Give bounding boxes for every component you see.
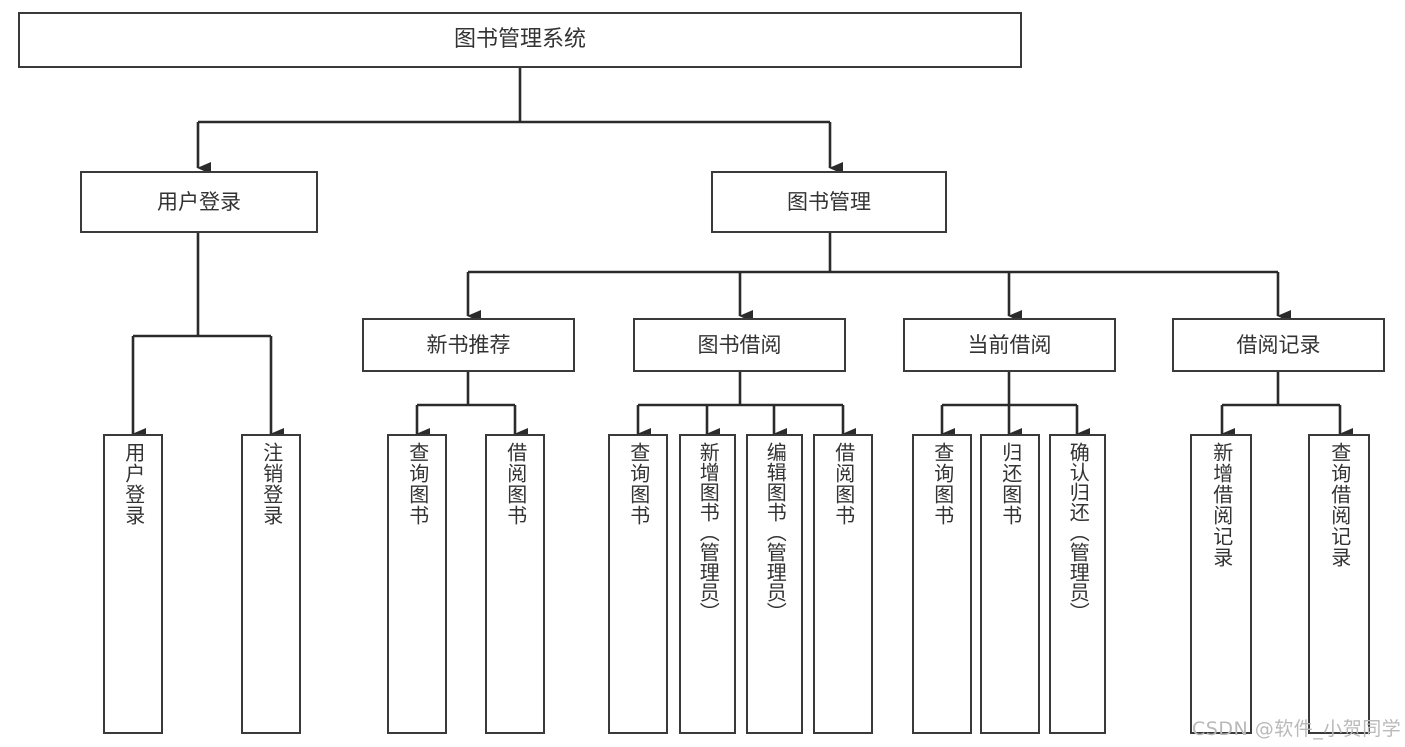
node-label: 图书管理系统 [453,27,586,53]
leaf-edit-book-admin[interactable]: 编辑图书（管理员） [746,434,803,734]
leaf-query-borrow-record[interactable]: 查询借阅记录 [1308,434,1370,734]
node-label: 新书推荐 [426,332,511,357]
node-label: 新增图书（管理员） [696,442,721,622]
node-label: 查询图书 [930,442,955,526]
node-label: 查询图书 [626,442,651,526]
node-label: 注销登录 [259,442,284,526]
node-label: 图书借阅 [697,332,782,357]
leaf-borrow-book[interactable]: 借阅图书 [813,434,873,734]
node-label: 新增借阅记录 [1209,442,1234,568]
node-label: 查询借阅记录 [1327,442,1352,568]
node-current-borrow[interactable]: 当前借阅 [903,318,1116,372]
node-label: 图书管理 [787,189,871,214]
node-book-borrow[interactable]: 图书借阅 [633,318,846,372]
node-label: 借阅图书 [831,442,856,526]
node-label: 用户登录 [121,442,146,526]
node-label: 编辑图书（管理员） [763,442,788,622]
node-user-login[interactable]: 用户登录 [80,171,318,233]
node-label: 查询图书 [405,442,430,526]
node-label: 借阅记录 [1236,332,1321,357]
node-label: 当前借阅 [967,332,1052,357]
leaf-return-book[interactable]: 归还图书 [980,434,1040,734]
leaf-logout[interactable]: 注销登录 [241,434,301,734]
node-label: 确认归还（管理员） [1066,442,1091,622]
leaf-query-book-recommend[interactable]: 查询图书 [387,434,447,734]
leaf-borrow-book-recommend[interactable]: 借阅图书 [485,434,545,734]
leaf-confirm-return-admin[interactable]: 确认归还（管理员） [1049,434,1106,734]
node-label: 借阅图书 [503,442,528,526]
leaf-query-book-borrow[interactable]: 查询图书 [608,434,668,734]
node-book-management[interactable]: 图书管理 [711,171,947,233]
node-borrow-record[interactable]: 借阅记录 [1172,318,1385,372]
node-label: 归还图书 [998,442,1023,526]
node-new-book-recommend[interactable]: 新书推荐 [362,318,575,372]
leaf-add-book-admin[interactable]: 新增图书（管理员） [679,434,736,734]
leaf-add-borrow-record[interactable]: 新增借阅记录 [1190,434,1252,734]
csdn-watermark: CSDN @软件_小贺同学 [1192,718,1402,740]
leaf-user-login[interactable]: 用户登录 [103,434,163,734]
node-label: 用户登录 [157,189,241,214]
node-root-book-management-system[interactable]: 图书管理系统 [18,12,1022,68]
leaf-query-book-current[interactable]: 查询图书 [912,434,972,734]
